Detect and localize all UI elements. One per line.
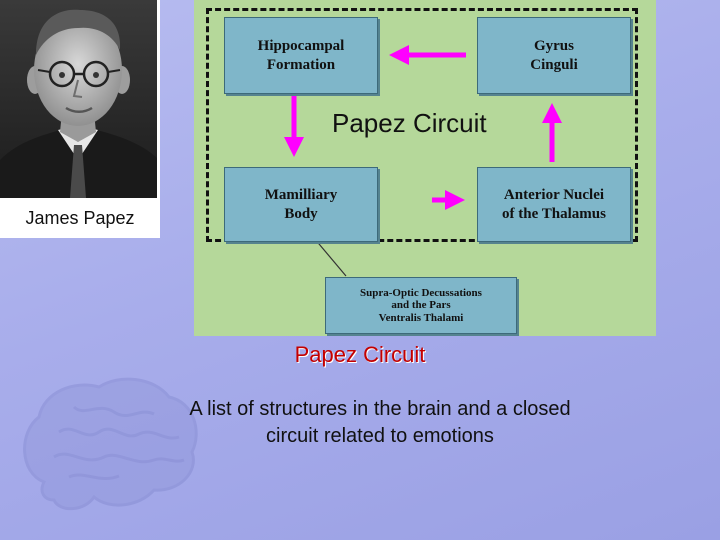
- slide-title: Papez Circuit: [294, 342, 426, 367]
- node-supra-optic: Supra-Optic Decussations and the Pars Ve…: [325, 277, 517, 334]
- brain-watermark-icon: [23, 377, 198, 511]
- circuit-arrows: [284, 45, 562, 277]
- portrait-photo-icon: [0, 0, 157, 198]
- node-mamillary-body: Mamilliary Body: [224, 167, 378, 242]
- arrow-supra-to-mamillary: [313, 237, 347, 277]
- node-anterior-nuclei: Anterior Nuclei of the Thalamus: [477, 167, 631, 242]
- portrait-photo: [0, 0, 157, 198]
- papez-circuit-diagram: Papez Circuit Hippocampal Formation Gyru…: [194, 0, 656, 336]
- portrait-caption: James Papez: [25, 208, 135, 228]
- node-hippocampal-formation: Hippocampal Formation: [224, 17, 378, 94]
- circuit-center-label: Papez Circuit: [332, 108, 487, 138]
- node-gyrus-cinguli: Gyrus Cinguli: [477, 17, 631, 94]
- circuit-dashed-frame: [206, 8, 638, 242]
- slide-description: A list of structures in the brain and a …: [189, 398, 571, 447]
